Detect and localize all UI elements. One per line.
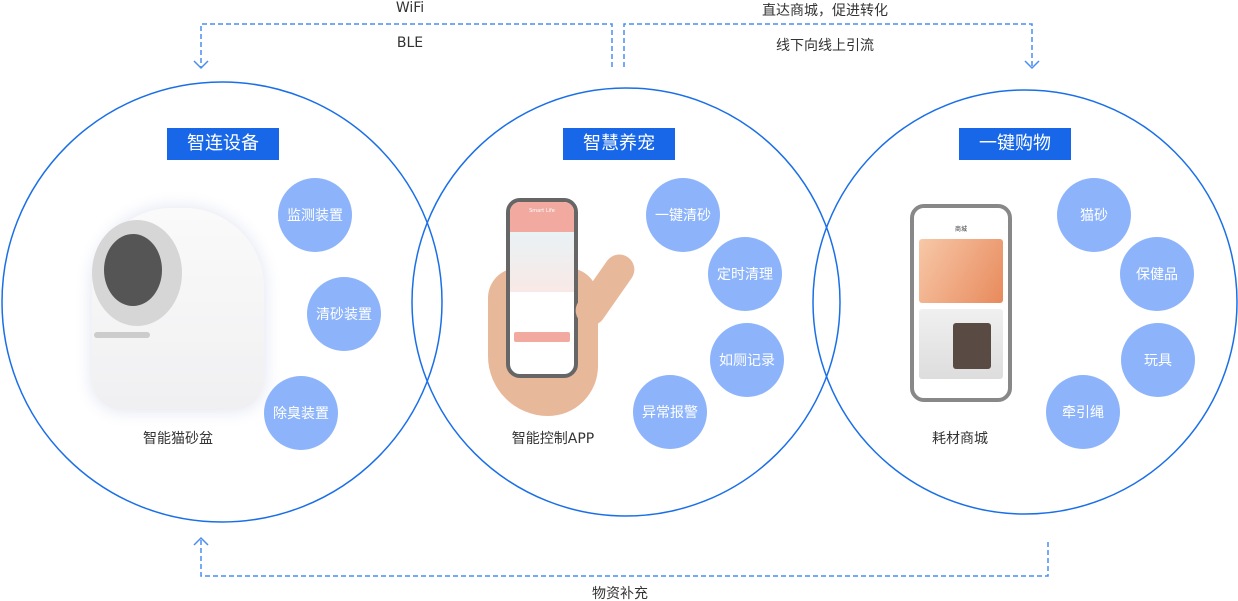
app-phone-image: Smart Life xyxy=(506,198,578,378)
caption-device: 智能猫砂盆 xyxy=(143,431,213,447)
section-title-device: 智连设备 xyxy=(167,128,279,160)
screen-title: 商城 xyxy=(954,226,967,233)
feature-bubble: 保健品 xyxy=(1120,237,1194,311)
circle-store xyxy=(812,89,1238,515)
feature-bubble: 一键清砂 xyxy=(646,178,720,252)
litter-box-image xyxy=(92,208,264,410)
section-title-store: 一键购物 xyxy=(959,128,1071,160)
feature-bubble: 如厕记录 xyxy=(710,323,784,397)
wifi-label: WiFi xyxy=(395,0,425,16)
feature-bubble: 除臭装置 xyxy=(264,376,338,450)
offline-online-label: 线下向线上引流 xyxy=(776,38,874,54)
feature-bubble: 清砂装置 xyxy=(307,277,381,351)
circle-app xyxy=(411,87,841,517)
feature-bubble: 监测装置 xyxy=(278,178,352,252)
feature-bubble: 猫砂 xyxy=(1057,178,1131,252)
screen-title: Smart Life xyxy=(529,208,555,214)
store-arrow xyxy=(623,23,1033,68)
store-phone-image: 商城 xyxy=(910,204,1012,402)
caption-app: 智能控制APP xyxy=(511,431,595,447)
feature-bubble: 牵引绳 xyxy=(1046,375,1120,449)
feature-bubble: 异常报警 xyxy=(633,375,707,449)
supply-label: 物资补充 xyxy=(592,586,648,601)
feature-bubble: 玩具 xyxy=(1121,323,1195,397)
circle-device xyxy=(1,81,443,523)
feature-bubble: 定时清理 xyxy=(708,237,782,311)
caption-store: 耗材商城 xyxy=(932,431,988,447)
supply-arrow xyxy=(200,540,1049,577)
section-title-app: 智慧养宠 xyxy=(563,128,675,160)
ble-label: BLE xyxy=(396,35,424,51)
to-store-label: 直达商城，促进转化 xyxy=(762,3,888,19)
wifi-arrow xyxy=(200,23,613,68)
